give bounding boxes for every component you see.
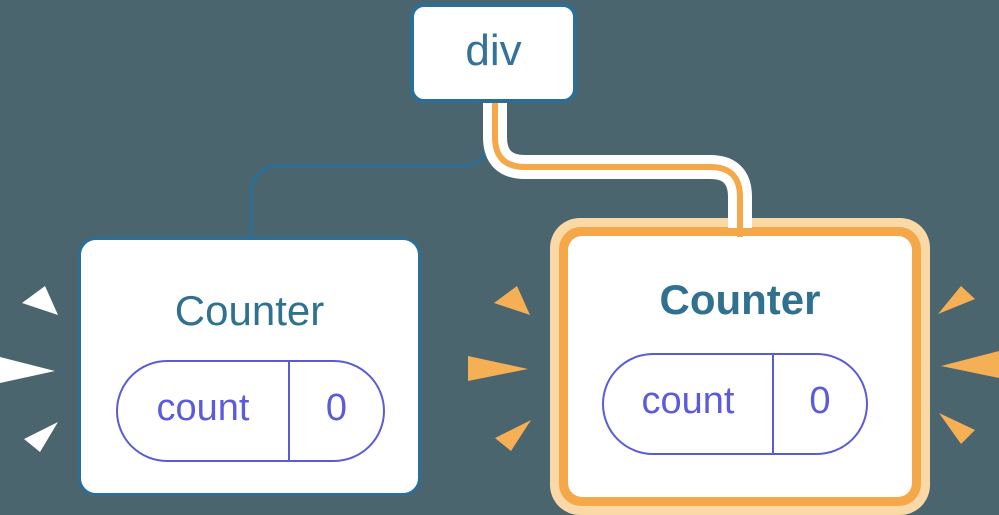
- counter-card-highlighted: Counter count 0: [550, 218, 930, 515]
- edge-div-to-right-counter-core: [492, 99, 743, 237]
- edge-div-to-left-counter: [249, 99, 491, 237]
- edge-div-to-right-counter-casing: [483, 99, 752, 228]
- component-title: Counter: [174, 287, 325, 334]
- emphasis-spark-icon: [494, 286, 530, 315]
- emphasis-spark-icon: [941, 351, 999, 378]
- state-value-label: 0: [325, 387, 348, 429]
- root-node-div: div: [410, 3, 577, 103]
- emphasis-spark-icon: [939, 413, 975, 444]
- emphasis-spark-icon: [0, 357, 55, 383]
- emphasis-spark-icon: [938, 286, 975, 314]
- root-node-label: div: [465, 26, 522, 75]
- state-key-label: count: [641, 380, 735, 422]
- counter-card-plain: Counter count 0: [78, 237, 421, 496]
- state-key-label: count: [156, 387, 250, 429]
- state-key-cell: count: [604, 355, 774, 453]
- emphasis-spark-icon: [24, 422, 58, 452]
- emphasis-spark-icon: [495, 420, 531, 451]
- component-title: Counter: [659, 276, 821, 323]
- state-value-cell: 0: [774, 355, 866, 453]
- state-key-cell: count: [118, 362, 290, 460]
- emphasis-spark-icon: [468, 356, 528, 381]
- state-pill: count 0: [602, 353, 868, 455]
- emphasis-spark-icon: [22, 286, 58, 315]
- state-value-cell: 0: [290, 362, 383, 460]
- state-pill: count 0: [116, 360, 385, 462]
- state-value-label: 0: [809, 380, 831, 422]
